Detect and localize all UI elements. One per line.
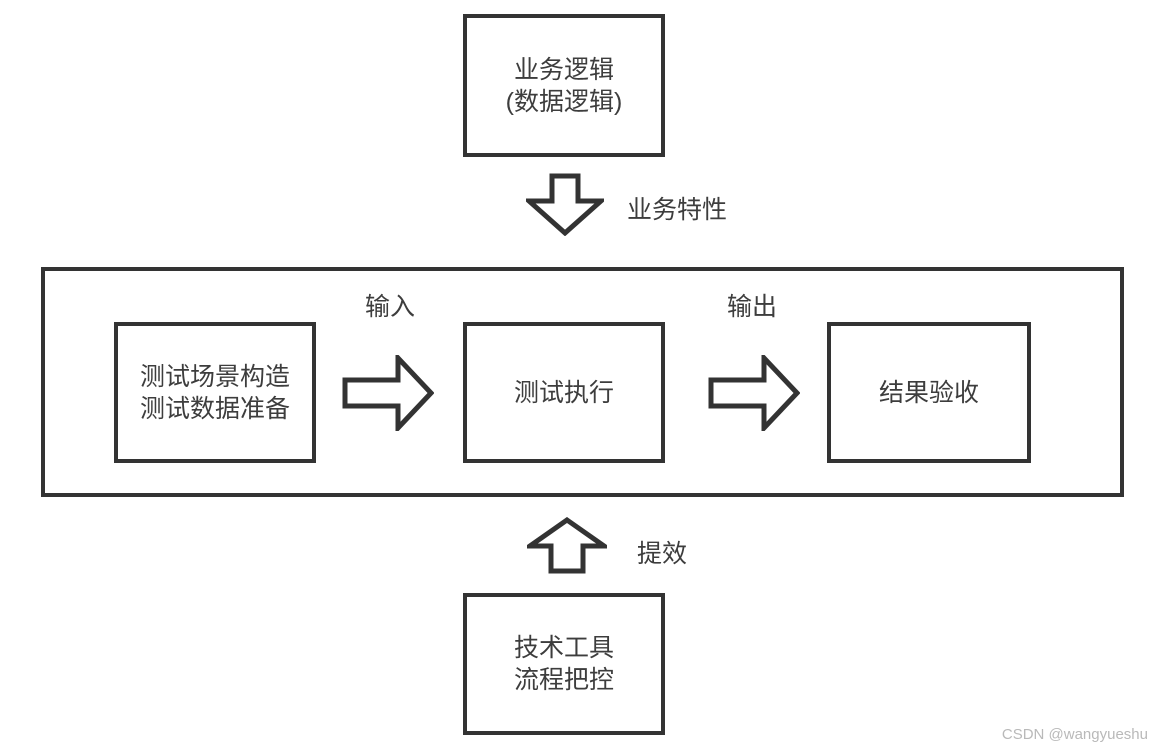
tech-tools-line1: 技术工具 — [513, 634, 614, 662]
csdn-watermark: CSDN @wangyueshu — [1001, 726, 1148, 743]
business-trait-label: 业务特性 — [627, 196, 728, 224]
test-scenario-box: 测试场景构造 测试数据准备 — [114, 322, 316, 463]
business-logic-box: 业务逻辑 (数据逻辑) — [463, 14, 665, 157]
up-block-arrow-icon — [527, 517, 607, 574]
test-execution-box: 测试执行 — [463, 322, 665, 463]
right-block-arrow-icon — [708, 355, 800, 431]
down-block-arrow-icon — [526, 173, 604, 236]
tech-tools-box: 技术工具 流程把控 — [463, 593, 665, 735]
result-acceptance-line1: 结果验收 — [878, 378, 979, 407]
test-scenario-line2: 测试数据准备 — [139, 394, 290, 423]
test-scenario-line1: 测试场景构造 — [139, 362, 290, 391]
input-label: 输入 — [365, 293, 416, 321]
result-acceptance-box: 结果验收 — [827, 322, 1031, 463]
efficiency-label: 提效 — [637, 540, 688, 568]
test-execution-line1: 测试执行 — [513, 378, 614, 407]
right-block-arrow-icon — [342, 355, 434, 431]
business-logic-line2: (数据逻辑) — [505, 87, 623, 116]
output-label: 输出 — [727, 293, 778, 321]
tech-tools-line2: 流程把控 — [513, 666, 614, 694]
business-logic-line1: 业务逻辑 — [513, 55, 614, 84]
